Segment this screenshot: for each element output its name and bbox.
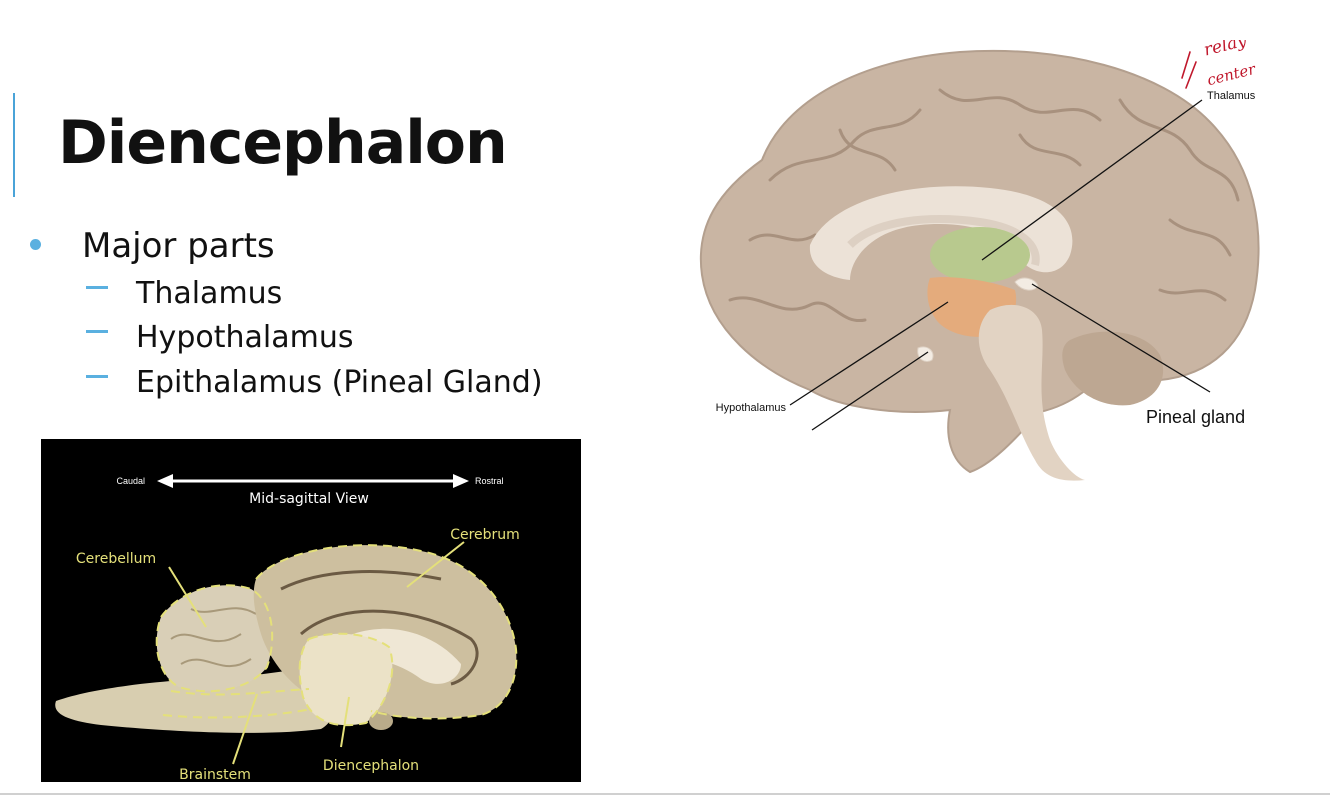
bullet-dot-icon — [30, 239, 41, 250]
diencephalon-tissue — [299, 633, 393, 726]
dash-icon — [86, 330, 108, 333]
diencephalon-label: Diencephalon — [323, 758, 419, 774]
brainstem-label: Brainstem — [179, 767, 251, 782]
corpus-callosum — [809, 186, 1073, 280]
thalamus-label: Thalamus — [1207, 90, 1256, 102]
cerebellum-illustration — [1062, 331, 1164, 406]
handwritten-center: center — [1205, 60, 1258, 90]
slide-bottom-border — [0, 793, 1330, 795]
cerebellum-tissue — [156, 585, 273, 692]
caudal-label: Caudal — [116, 476, 145, 486]
pineal-structure — [1014, 277, 1039, 291]
thalamus-structure — [930, 227, 1030, 283]
mid-sagittal-photo: Caudal Rostral Mid-sagittal View Cereb — [41, 439, 581, 782]
slide-title: Diencephalon — [58, 108, 508, 178]
rostral-label: Rostral — [475, 476, 504, 486]
region-outlines — [155, 544, 518, 727]
subitem-text: Epithalamus (Pineal Gland) — [136, 365, 543, 400]
title-accent-bar — [13, 93, 15, 197]
illustration-leader-lines — [789, 99, 1211, 431]
dash-icon — [86, 375, 108, 378]
view-label: Mid-sagittal View — [249, 491, 369, 507]
handwritten-relay: relay — [1202, 40, 1249, 60]
hypothalamus-label: Hypothalamus — [716, 402, 787, 414]
pineal-gland-label: Pineal gland — [1146, 407, 1245, 427]
dash-icon — [86, 286, 108, 289]
subitem-text: Thalamus — [136, 276, 283, 311]
subitem-text: Hypothalamus — [136, 320, 354, 355]
brainstem-illustration — [978, 304, 1085, 481]
bullet-text: Major parts — [82, 226, 275, 266]
brain-illustration: Thalamus Hypothalamus Pineal gland relay… — [699, 40, 1260, 481]
caudal-rostral-arrow-icon — [157, 474, 469, 488]
handwritten-note — [1181, 51, 1197, 89]
cerebrum-label: Cerebrum — [450, 527, 520, 543]
cerebellum-label: Cerebellum — [76, 551, 156, 567]
brainstem-tissue — [55, 665, 338, 733]
leader-lines — [168, 541, 465, 765]
